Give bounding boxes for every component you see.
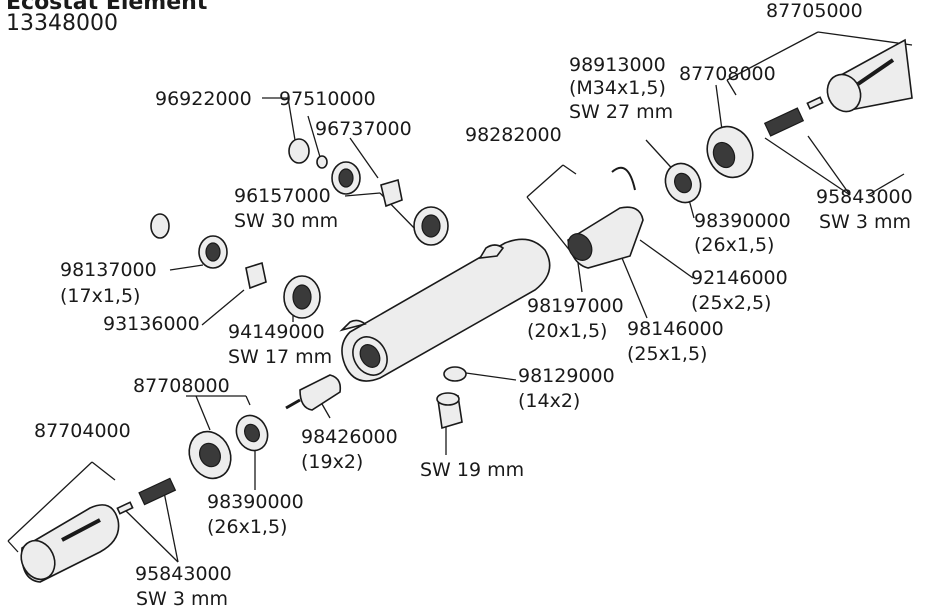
label-92146000: 92146000 (691, 267, 788, 289)
label-98197000: 98197000 (527, 295, 624, 317)
label-87708000-top: 87708000 (679, 63, 776, 85)
filter-96922000 (288, 138, 310, 164)
label-87705000: 87705000 (766, 0, 863, 22)
label-sw19: SW 19 mm (420, 459, 525, 481)
label-94149000-sw: SW 17 mm (228, 346, 333, 368)
ring-98390000-bottom (235, 414, 269, 452)
label-94149000: 94149000 (228, 321, 325, 343)
adapter-bottom (188, 430, 232, 480)
label-93136000: 93136000 (103, 313, 200, 335)
label-98913000-sw: SW 27 mm (569, 101, 674, 123)
label-96157000: 96157000 (234, 185, 331, 207)
label-97510000: 97510000 (279, 88, 376, 110)
product-title: Ecostat Element (6, 0, 208, 15)
label-98390000-top: 98390000 (694, 210, 791, 232)
spline-top (763, 96, 824, 137)
label-98390000-bottom: 98390000 (207, 491, 304, 513)
mixer-body (339, 238, 551, 382)
label-96157000-sw: SW 30 mm (234, 210, 339, 232)
nipple-sw19 (436, 392, 463, 430)
label-95843000-bottom-sw: SW 3 mm (136, 588, 229, 610)
label-95843000-bottom: 95843000 (135, 563, 232, 585)
filter-left (150, 213, 170, 239)
label-98282000: 98282000 (465, 124, 562, 146)
label-98913000-thread: (M34x1,5) (569, 77, 666, 99)
cartridge-98426000 (285, 374, 342, 411)
check-valve-98137000 (198, 235, 228, 269)
clip (611, 166, 636, 191)
label-87708000-bottom: 87708000 (133, 375, 230, 397)
check-valve-96157000 (331, 161, 361, 195)
label-98390000-bottom-dim: (26x1,5) (207, 516, 288, 538)
nut-94149000 (283, 275, 321, 319)
label-98426000: 98426000 (301, 426, 398, 448)
label-98137000-dim: (17x1,5) (60, 285, 141, 307)
label-98129000: 98129000 (518, 365, 615, 387)
adapter-top (706, 125, 754, 179)
label-98137000: 98137000 (60, 259, 157, 281)
label-98129000-dim: (14x2) (518, 390, 581, 412)
valve-96737000 (380, 178, 403, 208)
ring-97510000 (316, 155, 328, 169)
ring-98913000 (664, 162, 702, 204)
thermostatic-cartridge (567, 206, 644, 269)
oring-98129000 (443, 366, 467, 382)
label-98146000-dim: (25x1,5) (627, 343, 708, 365)
label-98426000-dim: (19x2) (301, 451, 364, 473)
label-96922000: 96922000 (155, 88, 252, 110)
label-98913000: 98913000 (569, 54, 666, 76)
handle-left (20, 504, 120, 583)
label-92146000-dim: (25x2,5) (691, 292, 772, 314)
label-98197000-dim: (20x1,5) (527, 320, 608, 342)
article-number: 13348000 (6, 11, 118, 36)
valve-93136000 (245, 261, 267, 290)
nut-upper (413, 206, 449, 246)
label-96737000: 96737000 (315, 118, 412, 140)
leader-lines (7, 31, 913, 563)
label-98146000: 98146000 (627, 318, 724, 340)
screw-bottom (116, 501, 134, 515)
spline-bottom (138, 477, 177, 506)
label-87704000: 87704000 (34, 420, 131, 442)
label-95843000-top: 95843000 (816, 186, 913, 208)
label-95843000-top-sw: SW 3 mm (819, 211, 912, 233)
label-98390000-top-dim: (26x1,5) (694, 234, 775, 256)
handle-right (826, 38, 913, 113)
